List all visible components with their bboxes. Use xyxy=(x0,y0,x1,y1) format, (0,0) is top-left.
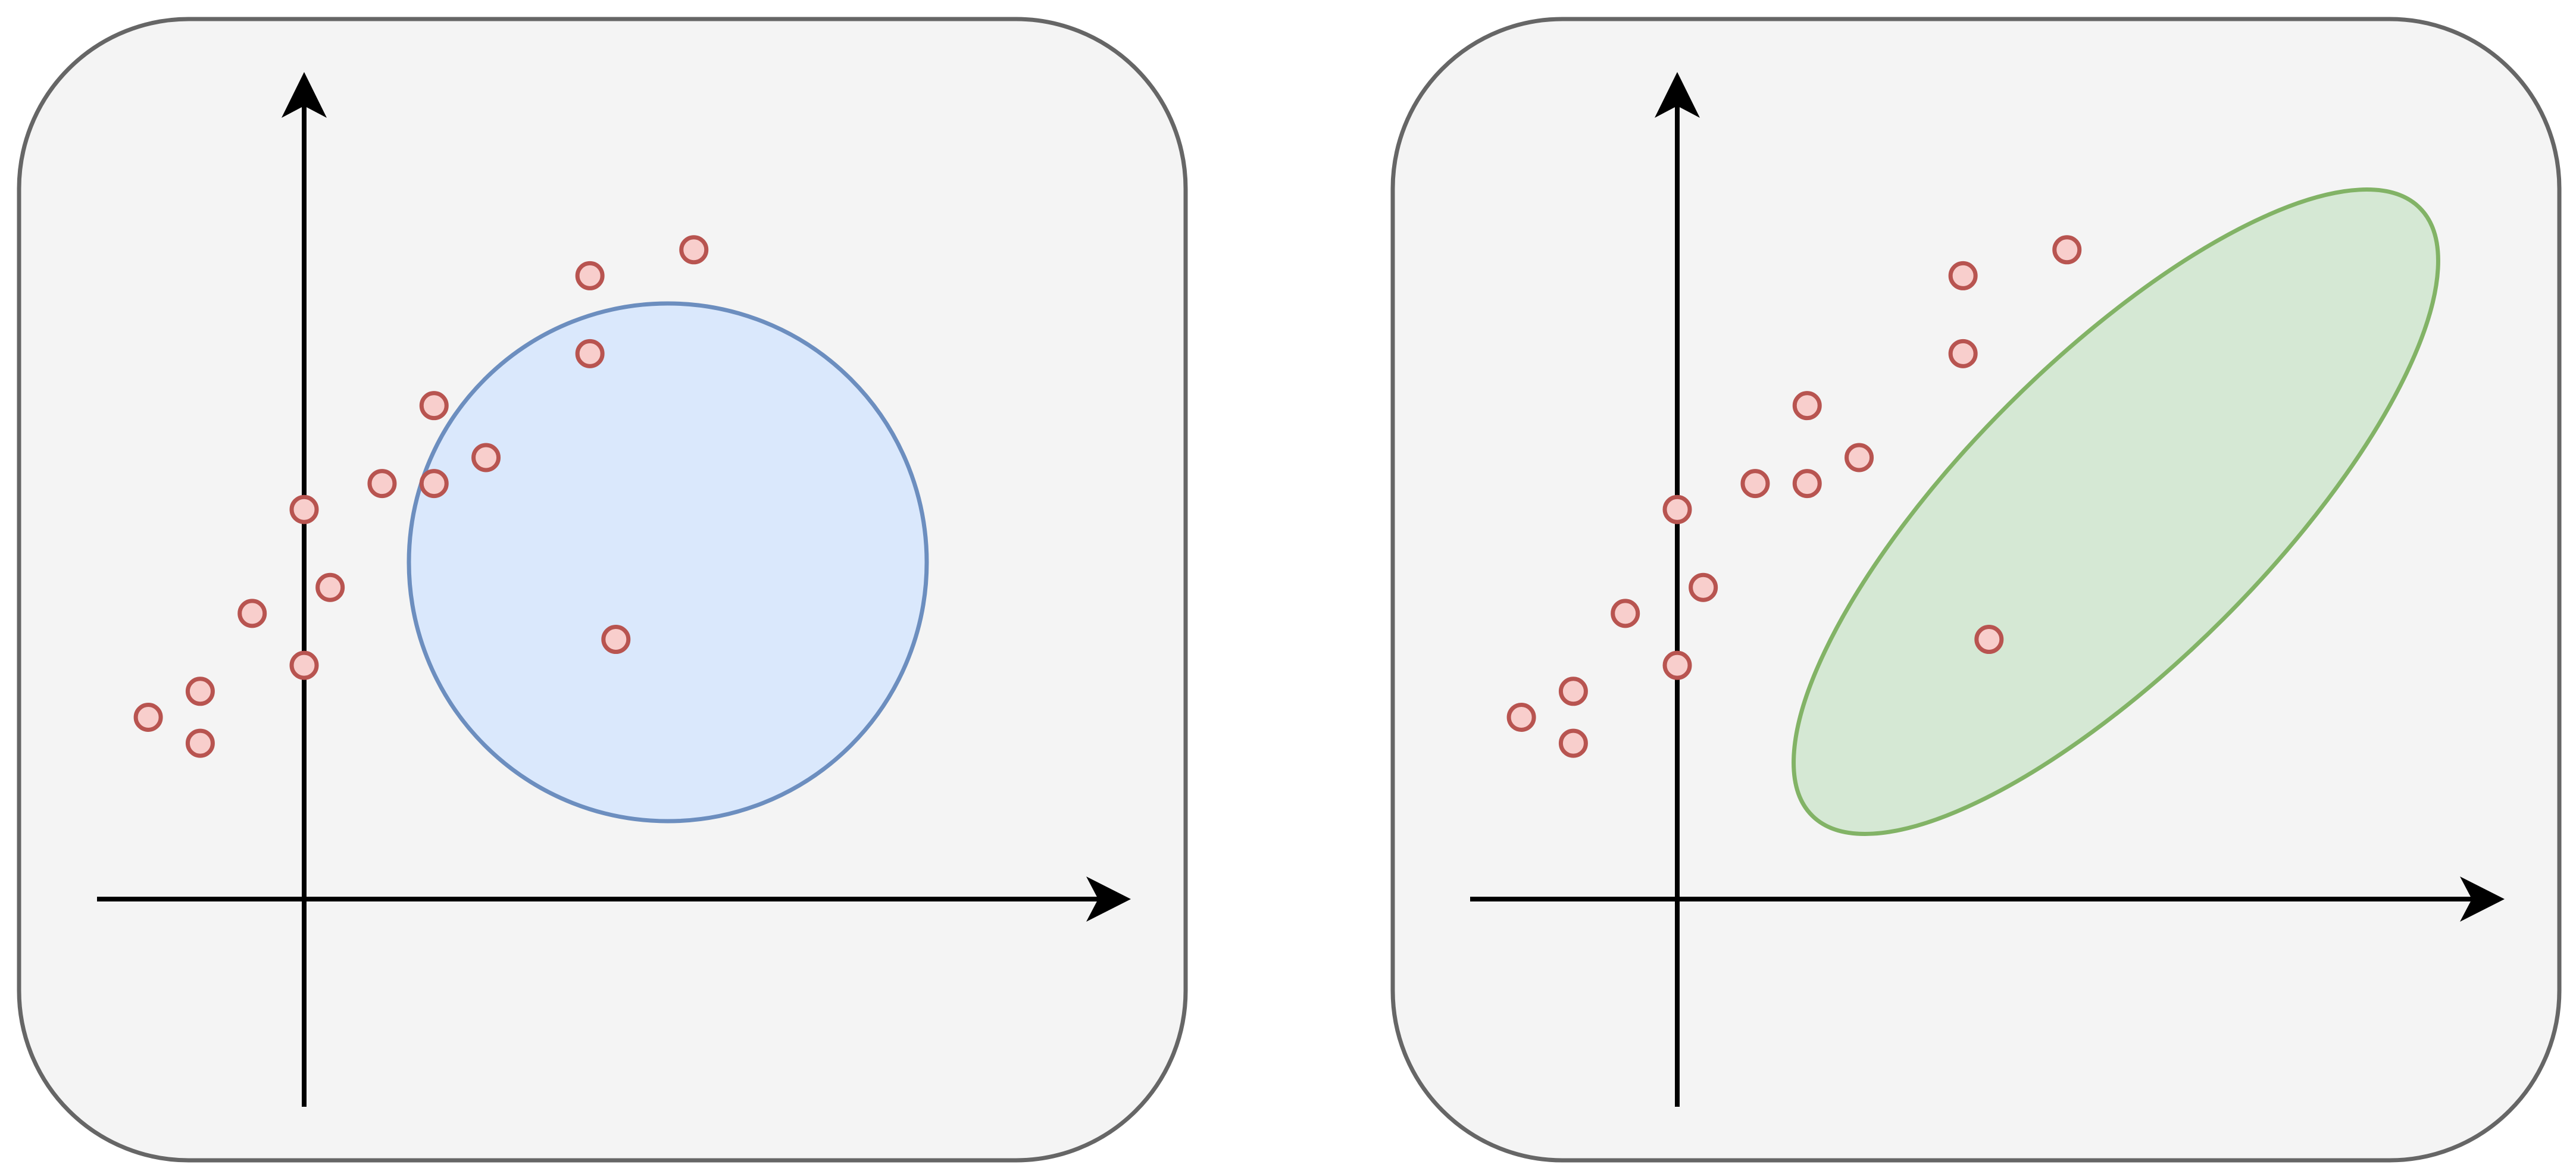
panel-left-y-axis-arrowhead xyxy=(282,72,327,118)
panel-left-data-point xyxy=(471,443,501,472)
panel-left-data-point xyxy=(575,261,605,290)
panel-right-data-point xyxy=(2052,235,2082,265)
panel-left xyxy=(17,17,1188,1163)
panel-left-data-point xyxy=(133,702,163,732)
panel-right-y-axis-arrowhead xyxy=(1655,72,1700,118)
panel-right-data-point xyxy=(1948,261,1978,290)
panel-right-data-point xyxy=(1662,494,1692,524)
panel-right-data-point xyxy=(1974,625,2004,654)
panel-right-data-point xyxy=(1845,443,1874,472)
panel-left-data-point xyxy=(289,650,319,680)
panel-left-data-point xyxy=(419,469,449,499)
panel-left-data-point xyxy=(419,391,449,421)
panel-right-x-axis-arrowhead xyxy=(2460,876,2505,922)
panel-right-points xyxy=(1506,235,2082,758)
panel-left-boundary-circle xyxy=(407,301,929,824)
panel-right-data-point xyxy=(1689,572,1718,602)
panel-right-boundary-ellipse xyxy=(1792,187,2440,836)
panel-left-data-point xyxy=(575,339,605,368)
panel-right-data-point xyxy=(1662,650,1692,680)
panel-right-data-point xyxy=(1611,599,1640,628)
panel-right-data-point xyxy=(1740,469,1770,499)
panel-left-data-point xyxy=(367,469,397,499)
panel-left-data-point xyxy=(315,572,345,602)
panel-left-data-point xyxy=(237,599,267,628)
panel-right-data-point xyxy=(1948,339,1978,368)
panel-left-points xyxy=(133,235,709,758)
panel-left-x-axis-arrowhead xyxy=(1086,876,1131,922)
panel-right-data-point xyxy=(1558,677,1588,706)
panel-right xyxy=(1390,17,2562,1163)
panel-left-data-point xyxy=(289,494,319,524)
panel-right-data-point xyxy=(1558,728,1588,758)
panel-right-data-point xyxy=(1792,391,1822,421)
panel-left-data-point xyxy=(679,235,709,265)
panel-left-data-point xyxy=(185,728,215,758)
panel-left-data-point xyxy=(601,625,631,654)
panel-right-data-point xyxy=(1792,469,1822,499)
panel-left-data-point xyxy=(185,677,215,706)
panel-right-data-point xyxy=(1506,702,1536,732)
